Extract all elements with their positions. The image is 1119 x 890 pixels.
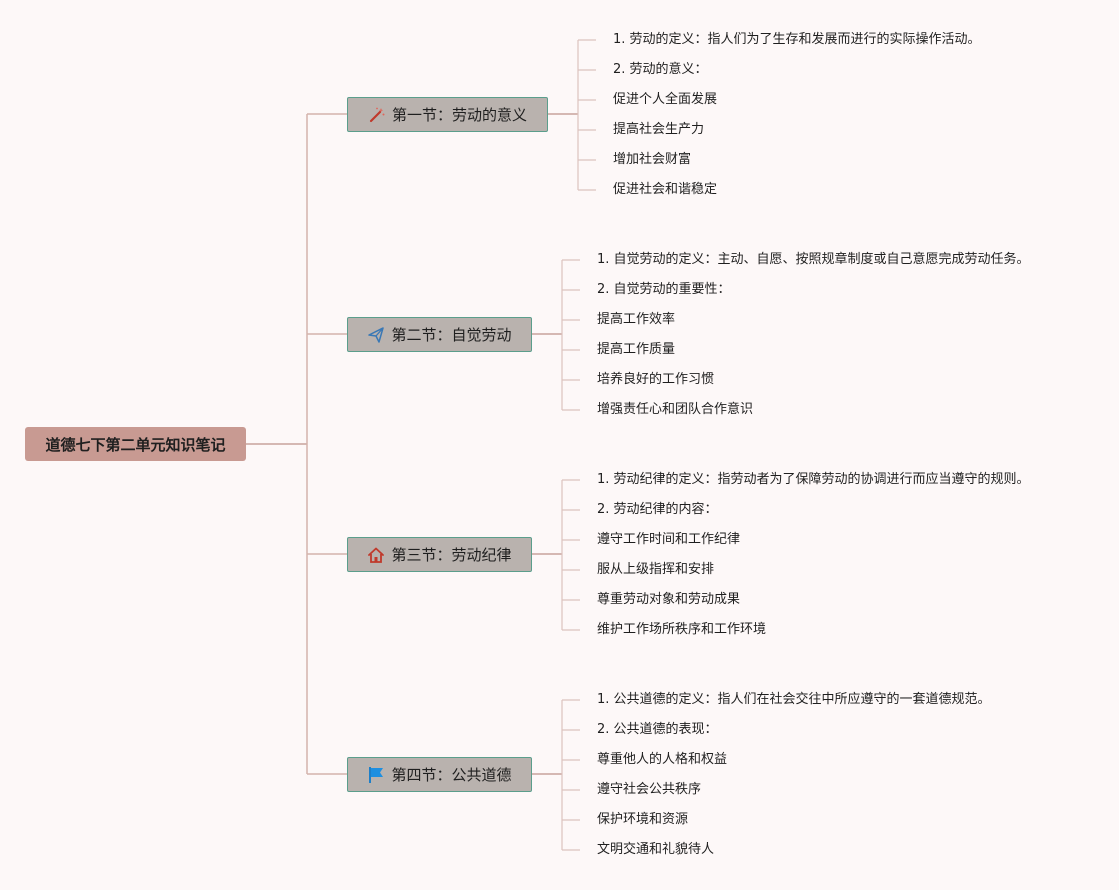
section-node-1[interactable]: 第一节：劳动的意义 — [347, 97, 548, 132]
leaf-item[interactable]: 提高社会生产力 — [613, 122, 705, 137]
leaf-item[interactable]: 维护工作场所秩序和工作环境 — [597, 622, 767, 637]
leaf-item[interactable]: 提高工作效率 — [597, 312, 676, 327]
root-node[interactable]: 道德七下第二单元知识笔记 — [25, 427, 246, 461]
leaf-item[interactable]: 增加社会财富 — [613, 152, 692, 167]
paper-plane-icon — [367, 326, 385, 344]
leaf-item[interactable]: 2. 公共道德的表现： — [597, 722, 718, 737]
leaf-item[interactable]: 1. 公共道德的定义：指人们在社会交往中所应遵守的一套道德规范。 — [597, 692, 991, 707]
leaf-item[interactable]: 服从上级指挥和安排 — [597, 562, 715, 577]
leaf-item[interactable]: 保护环境和资源 — [597, 812, 689, 827]
leaf-item[interactable]: 1. 自觉劳动的定义：主动、自愿、按照规章制度或自己意愿完成劳动任务。 — [597, 252, 1030, 267]
leaf-item[interactable]: 尊重他人的人格和权益 — [597, 752, 728, 767]
leaf-item[interactable]: 促进个人全面发展 — [613, 92, 718, 107]
magic-wand-icon — [368, 106, 386, 124]
root-title: 道德七下第二单元知识笔记 — [45, 435, 226, 454]
leaf-item[interactable]: 培养良好的工作习惯 — [597, 372, 715, 387]
flag-icon — [367, 766, 385, 784]
home-icon — [367, 546, 385, 564]
leaf-item[interactable]: 文明交通和礼貌待人 — [597, 842, 715, 857]
section-title-4: 第四节：公共道德 — [391, 766, 512, 784]
leaf-item[interactable]: 2. 劳动的意义： — [613, 62, 708, 77]
leaf-item[interactable]: 增强责任心和团队合作意识 — [597, 402, 754, 417]
section-node-3[interactable]: 第三节：劳动纪律 — [347, 537, 532, 572]
leaf-item[interactable]: 尊重劳动对象和劳动成果 — [597, 592, 741, 607]
leaf-item[interactable]: 2. 自觉劳动的重要性： — [597, 282, 731, 297]
section-title-2: 第二节：自觉劳动 — [391, 326, 512, 344]
section-node-2[interactable]: 第二节：自觉劳动 — [347, 317, 532, 352]
leaf-item[interactable]: 提高工作质量 — [597, 342, 676, 357]
leaf-item[interactable]: 遵守工作时间和工作纪律 — [597, 532, 741, 547]
leaf-item[interactable]: 遵守社会公共秩序 — [597, 782, 702, 797]
leaf-item[interactable]: 1. 劳动纪律的定义：指劳动者为了保障劳动的协调进行而应当遵守的规则。 — [597, 472, 1030, 487]
section-title-1: 第一节：劳动的意义 — [391, 106, 527, 124]
leaf-item[interactable]: 促进社会和谐稳定 — [613, 182, 718, 197]
section-node-4[interactable]: 第四节：公共道德 — [347, 757, 532, 792]
leaf-item[interactable]: 1. 劳动的定义：指人们为了生存和发展而进行的实际操作活动。 — [613, 32, 981, 47]
leaf-item[interactable]: 2. 劳动纪律的内容： — [597, 502, 718, 517]
section-title-3: 第三节：劳动纪律 — [391, 546, 512, 564]
